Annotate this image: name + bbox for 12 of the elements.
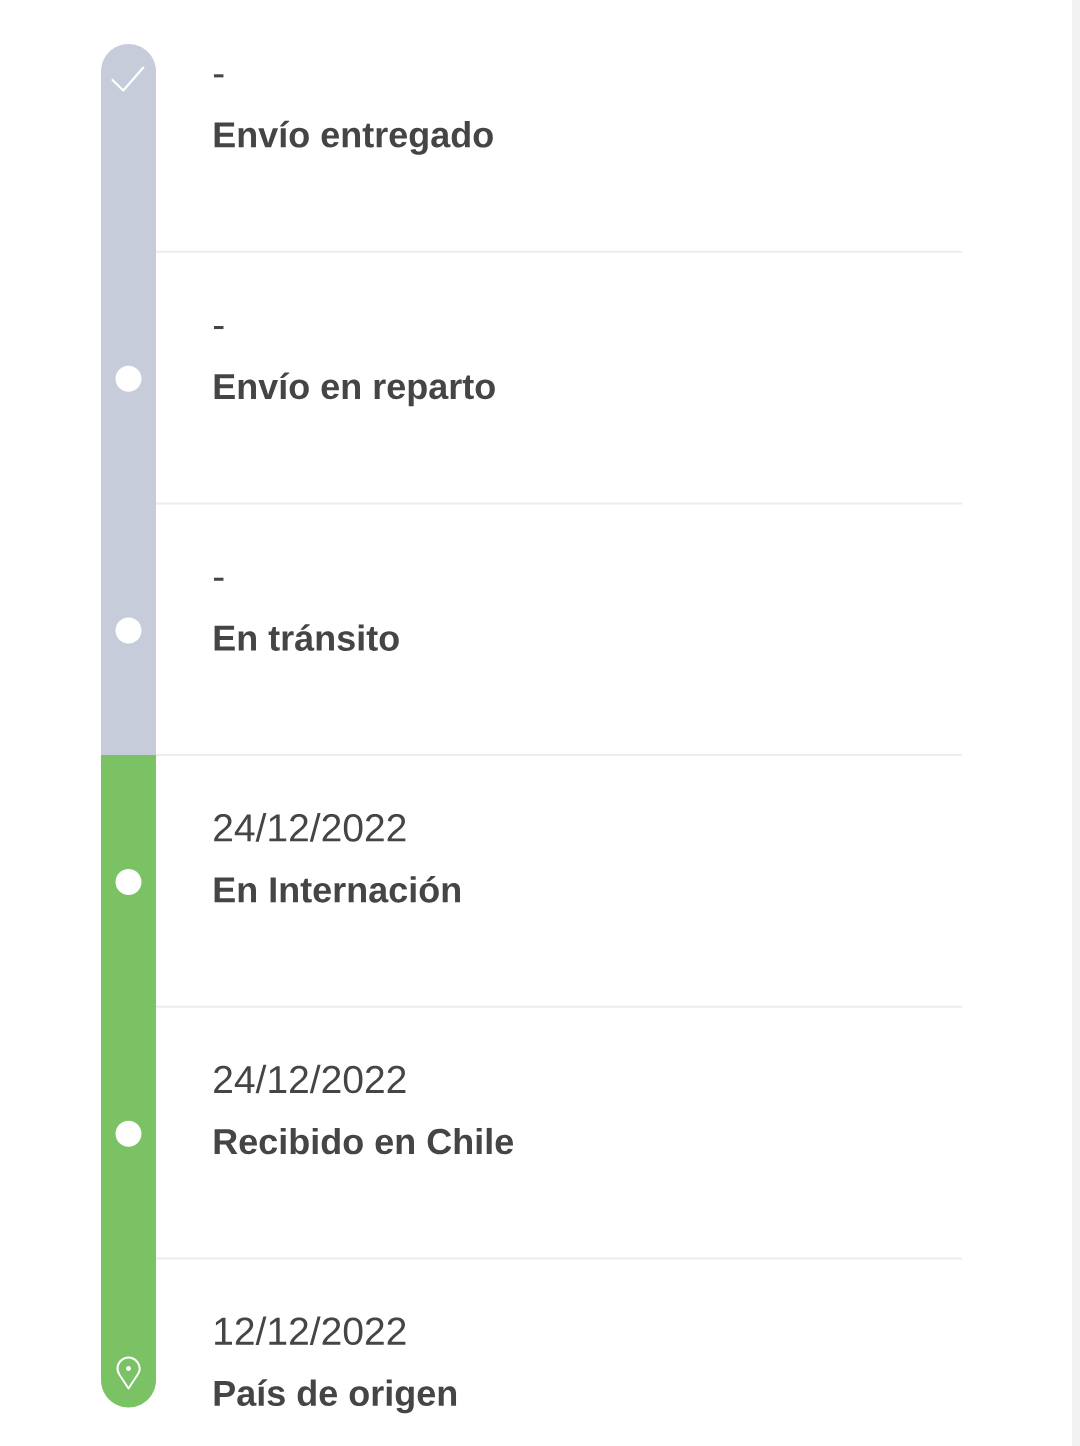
date-text: 12/12/2022 bbox=[215, 1316, 406, 1346]
status-text: Envío entregado bbox=[214, 120, 493, 155]
status-text: Recibido en Chile bbox=[214, 1127, 513, 1155]
status-text: En tránsito bbox=[214, 624, 399, 651]
status-text: En Internación bbox=[214, 875, 460, 903]
status-text: Envío en reparto bbox=[214, 372, 495, 407]
date-text: 24/12/2022 bbox=[214, 813, 406, 842]
date-text: - bbox=[213, 577, 224, 581]
status-text: País de origen bbox=[214, 1379, 457, 1414]
date-text: - bbox=[213, 74, 224, 78]
date-text: - bbox=[213, 326, 224, 330]
date-text: 24/12/2022 bbox=[214, 1064, 406, 1094]
